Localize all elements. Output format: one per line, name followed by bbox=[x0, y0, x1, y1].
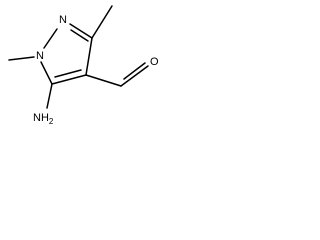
bond-n1-methyl bbox=[8, 56, 35, 61]
bond-c3-methyl bbox=[91, 5, 113, 39]
atom-label-n1: N bbox=[36, 50, 44, 62]
bond-n1-n2 bbox=[43, 28, 58, 49]
molecule-diagram: N N NH2 O bbox=[0, 0, 183, 137]
bond-c4-cho bbox=[85, 74, 122, 87]
bond-cho-o-inner bbox=[123, 62, 146, 80]
atom-label-oxygen: O bbox=[150, 56, 159, 68]
bond-c5-amino bbox=[46, 83, 53, 109]
bond-c5-n1 bbox=[40, 61, 53, 85]
atom-label-amino: NH2 bbox=[33, 112, 53, 128]
bond-n2-c3 bbox=[69, 23, 93, 39]
amino-main: NH bbox=[33, 112, 49, 124]
bond-lines bbox=[8, 5, 149, 109]
bond-c4-c5 bbox=[51, 74, 87, 85]
bond-c3-c4 bbox=[85, 37, 93, 76]
bond-cho-o bbox=[120, 65, 149, 87]
bond-c4-c5-inner bbox=[54, 69, 82, 78]
atom-label-n2: N bbox=[59, 14, 67, 26]
amino-subscript: 2 bbox=[48, 117, 54, 127]
bond-n2-c3-inner bbox=[70, 29, 89, 42]
